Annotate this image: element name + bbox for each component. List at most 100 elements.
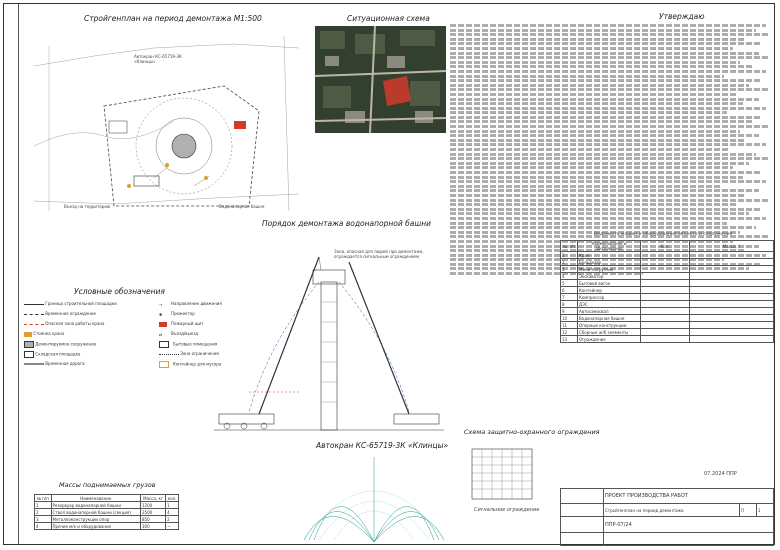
crane-title: Автокран КС-65719-3К «Клинцы» [316, 441, 449, 450]
legend-item: Контейнер для мусора [159, 361, 221, 368]
legend-item: Временная дорога [24, 361, 85, 366]
cell: 6 [560, 286, 578, 294]
site-plan-drawing [34, 35, 300, 212]
fence-caption: Сигнальное ограждение [474, 507, 540, 513]
date-label: 07.2024 ППР [704, 471, 737, 477]
cell: 4 [165, 508, 179, 516]
cell: 4 [34, 522, 52, 530]
header-cell: Наименование [50, 494, 142, 502]
volumes-title: Ведомость машин и оборудования объекта и… [594, 232, 733, 237]
crane-note: Автокран КС-65719-3К «Клинцы» [134, 54, 182, 64]
cell: Бытовой вагон [577, 279, 641, 287]
cell: 5 [560, 279, 578, 287]
site-plan-title: Стройгенплан на период демонтажа М1:500 [84, 14, 262, 23]
cell: Контейнер [577, 286, 641, 294]
cell: Резервуар водонапорной башни [50, 501, 142, 509]
cell: 2500 [140, 508, 167, 516]
approve-label: Утверждаю [659, 12, 705, 21]
legend-item: Демонтируемое сооружение [24, 341, 96, 348]
header-cell: № п/п [560, 240, 578, 252]
legend-item: Пожарный щит [159, 321, 203, 327]
sheet-name: Стройгенплан на период демонтажа [603, 503, 740, 518]
cell: Мини-погрузчик [577, 265, 641, 273]
cell: Водонапорная башня [577, 314, 641, 322]
cell: Прочие м/к и оборудование [50, 522, 142, 530]
cell: 850 [140, 515, 167, 523]
cell: 11 [560, 321, 578, 329]
cell: Кран [577, 251, 641, 259]
cell: Компрессор [577, 293, 641, 301]
legend-item: ⇄Въезд/выезд [159, 331, 199, 337]
cell: 9 [560, 307, 578, 315]
cell: 1 [560, 251, 578, 259]
crane-load-chart [303, 457, 445, 543]
cell: Автосамосвал [577, 307, 641, 315]
cell: — [165, 522, 179, 530]
dismantling-order-drawing [214, 256, 444, 431]
doc-code: ППР-07/24 [603, 516, 774, 533]
cell: Экскаватор [577, 272, 641, 280]
cell: 1 [34, 501, 52, 509]
legend-item: Граница строительной площадки [24, 301, 117, 306]
legend-item: Опасная зона работы крана [24, 321, 105, 326]
tower-note: Водонапорная башня [219, 204, 265, 209]
header-cell: Масса, т [689, 240, 774, 252]
cell: 300 [140, 522, 167, 530]
cell: 2 [560, 258, 578, 266]
cell: 12 [560, 328, 578, 336]
table-header-row: № п/п Наименование и обозначение Кол. Ма… [560, 240, 774, 252]
legend-item: →Направление движения [159, 301, 222, 307]
situation-aerial-photo [315, 26, 446, 133]
cell: Металлоконструкции опор [50, 515, 142, 523]
cell: Сборные ж/б элементы [577, 328, 641, 336]
project-name: ПРОЕКТ ПРОИЗВОДСТВА РАБОТ [603, 487, 774, 505]
cell: 4 [560, 272, 578, 280]
cell: 7 [560, 293, 578, 301]
drawing-sheet: Стройгенплан на период демонтажа М1:500 … [3, 3, 775, 547]
masses-title: Массы поднимаемых грузов [59, 481, 156, 489]
cell: Опорные конструкции [577, 321, 641, 329]
cell: 2 [165, 515, 179, 523]
left-binding-strip [4, 4, 19, 544]
cell: 3 [560, 265, 578, 273]
fence-scheme-drawing [471, 448, 533, 500]
sheet-number: 1 [756, 503, 774, 518]
access-note: Въезд на территорию [64, 204, 111, 209]
cell: Ствол водонапорной башни (секция) [50, 508, 142, 516]
fence-title: Схема защитно-охранного ограждения [464, 428, 600, 436]
volumes-table: № п/п Наименование и обозначение Кол. Ма… [560, 240, 774, 343]
cell: Ограждение [577, 335, 641, 343]
cell: Бульдозер [577, 258, 641, 266]
legend-item: Зона ограничения [159, 351, 219, 356]
header-cell: № п/п [34, 494, 52, 502]
legend-item: ✱Прожектор [159, 311, 195, 317]
cell: 13 [560, 335, 578, 343]
order-title: Порядок демонтажа водонапорной башни [262, 219, 431, 228]
legend-item: Бытовые помещения [159, 341, 217, 348]
header-cell: кол. [165, 494, 179, 502]
header-cell: Кол. [639, 240, 691, 252]
legend-item: Стоянка крана [24, 331, 64, 337]
header-cell: Наименование и обозначение [577, 240, 641, 252]
table-header-row: № п/п Наименование Масса, кг кол. [34, 494, 179, 502]
cell: 1200 [140, 501, 167, 509]
legend-title: Условные обозначения [74, 287, 165, 296]
title-block: ПРОЕКТ ПРОИЗВОДСТВА РАБОТ Стройгенплан н… [560, 487, 774, 547]
cell: 3 [34, 515, 52, 523]
